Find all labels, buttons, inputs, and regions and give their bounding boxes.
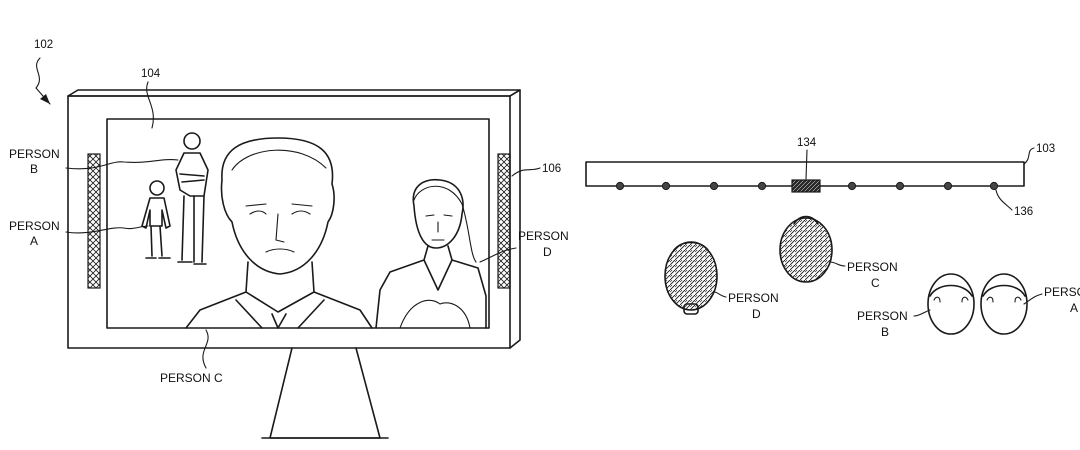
leader-head-d bbox=[713, 291, 727, 298]
ref-136-leader bbox=[995, 189, 1013, 211]
head-b-top-view bbox=[927, 273, 975, 335]
ref-102: 102 bbox=[34, 39, 53, 51]
label-head-c-letter: C bbox=[871, 276, 880, 290]
label-head-d-word: PERSON bbox=[728, 291, 779, 305]
label-head-b-letter: B bbox=[881, 325, 889, 339]
person-d-figure bbox=[375, 178, 487, 329]
ref-134: 134 bbox=[797, 137, 817, 149]
label-head-c-word: PERSON bbox=[847, 260, 898, 274]
sensor-dot bbox=[615, 181, 625, 191]
person-b-figure bbox=[175, 132, 209, 265]
center-sensor bbox=[791, 179, 821, 193]
person-a-figure bbox=[141, 180, 171, 259]
ref-102-arrowhead bbox=[40, 94, 50, 104]
ref-102-leader bbox=[35, 57, 51, 105]
label-person-d-word: PERSON bbox=[518, 229, 569, 243]
head-c-top-view bbox=[779, 215, 833, 283]
label-person-a-word: PERSON bbox=[9, 219, 60, 233]
leader-head-c bbox=[829, 261, 846, 267]
side-panel-right bbox=[497, 153, 511, 289]
leader-person-d bbox=[479, 247, 517, 263]
monitor-stand bbox=[269, 347, 381, 439]
side-panel-left bbox=[87, 153, 101, 289]
ref-103: 103 bbox=[1036, 143, 1055, 155]
label-person-c: PERSON C bbox=[160, 371, 223, 385]
label-person-d-letter: D bbox=[543, 245, 552, 259]
bezel-side-edge bbox=[509, 89, 521, 349]
ref-106-leader bbox=[511, 167, 541, 177]
label-head-a-word: PERSON bbox=[1044, 285, 1080, 299]
display-device: 102 104 106 bbox=[9, 39, 569, 439]
ref-104-leader bbox=[146, 81, 154, 129]
leader-head-a bbox=[1023, 293, 1043, 305]
sensor-layout: 134 103 136 PERSON C PERSON D P bbox=[585, 137, 1080, 339]
label-person-b-letter: B bbox=[30, 162, 38, 176]
label-person-b-word: PERSON bbox=[9, 147, 60, 161]
leader-head-b bbox=[913, 309, 931, 317]
sensor-dots bbox=[615, 181, 999, 191]
label-person-a-letter: A bbox=[30, 234, 38, 248]
label-head-a-letter: A bbox=[1070, 301, 1078, 315]
ref-106: 106 bbox=[542, 163, 561, 175]
leader-person-a bbox=[65, 225, 149, 234]
sensor-dot bbox=[943, 181, 953, 191]
ref-136: 136 bbox=[1014, 206, 1033, 218]
sensor-dot bbox=[847, 181, 857, 191]
label-head-d-letter: D bbox=[752, 307, 761, 321]
bezel-top-edge bbox=[67, 89, 521, 97]
sensor-dot bbox=[709, 181, 719, 191]
sensor-dot bbox=[757, 181, 767, 191]
sensor-dot bbox=[661, 181, 671, 191]
sensor-dot bbox=[895, 181, 905, 191]
person-c-figure bbox=[185, 137, 373, 329]
ref-104: 104 bbox=[141, 68, 161, 80]
leader-person-c bbox=[202, 329, 209, 369]
leader-person-b bbox=[65, 159, 179, 170]
label-head-b-word: PERSON bbox=[857, 309, 908, 323]
sensor-dot bbox=[989, 181, 999, 191]
head-d-top-view bbox=[664, 241, 718, 315]
ref-134-leader bbox=[805, 149, 808, 180]
monitor-bezel bbox=[67, 95, 511, 349]
ref-103-leader bbox=[1023, 147, 1035, 165]
head-a-top-view bbox=[980, 273, 1028, 335]
